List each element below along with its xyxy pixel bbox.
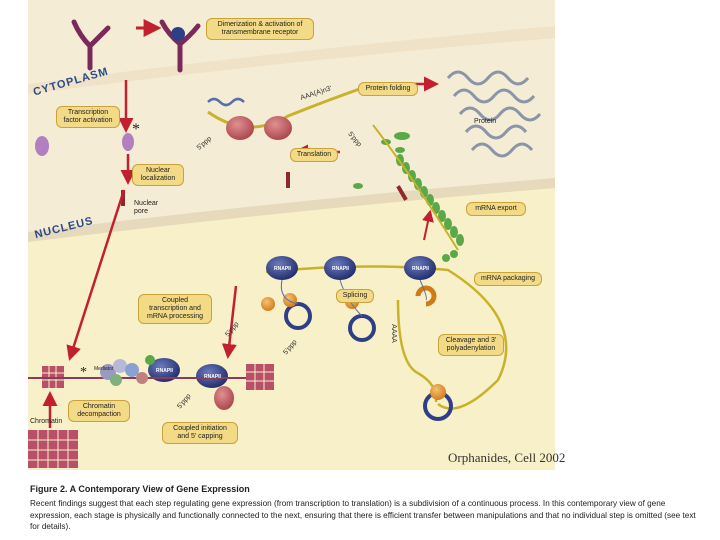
label-mediator: Mediator xyxy=(94,366,114,372)
label-cleavage: Cleavage and 3' polyadenylation xyxy=(438,334,504,356)
rnapii-label: RNAPII xyxy=(156,368,173,374)
figure-caption-title: Figure 2. A Contemporary View of Gene Ex… xyxy=(30,484,250,494)
rnapii-label: RNAPII xyxy=(412,266,429,272)
nuclear-pores xyxy=(121,172,408,206)
transcription-factor-icon xyxy=(35,136,49,156)
label-mrna-export: mRNA export xyxy=(466,202,526,216)
label-translation: Translation xyxy=(290,148,338,162)
citation: Orphanides, Cell 2002 xyxy=(448,450,566,465)
label-nuclear-pore: Nuclear pore xyxy=(134,200,159,215)
label-chromatin-decompaction: Chromatin decompaction xyxy=(68,400,130,422)
gene-expression-figure: * * CYTOPLASM NUCLEUS Dimerization & act… xyxy=(28,0,555,470)
arrow-to-chromatin xyxy=(66,189,126,361)
arrow-mrna-export xyxy=(422,209,434,241)
ribosome-icon xyxy=(264,116,292,140)
pathway-diagram: * * xyxy=(28,0,555,470)
label-nuclear-localization: Nuclear localization xyxy=(132,164,184,186)
label-dimerization: Dimerization & activation of transmembra… xyxy=(206,18,314,40)
label-protein-folding: Protein folding xyxy=(358,82,418,96)
rnapii-label: RNAPII xyxy=(332,266,349,272)
label-coupled-initiation: Coupled initiation and 5' capping xyxy=(162,422,238,444)
ribosome-icon xyxy=(226,116,254,140)
figure-caption-body: Recent findings suggest that each step r… xyxy=(30,499,696,531)
label-aaaa: AAAA xyxy=(389,324,397,343)
cap-binding-complex-icon xyxy=(214,386,234,410)
rnapii-chain xyxy=(148,256,436,388)
rnapii-label: RNAPII xyxy=(204,374,221,380)
exported-mrna xyxy=(372,124,459,251)
label-mrna-packaging: mRNA packaging xyxy=(474,272,542,286)
mediator-complex xyxy=(100,355,155,386)
nascent-peptide-icon xyxy=(207,97,245,107)
label-protein: Protein xyxy=(474,118,497,125)
ligand-icon xyxy=(171,27,185,41)
asterisk-marker: * xyxy=(80,365,87,380)
label-splicing: Splicing xyxy=(336,289,374,303)
protein-helix-icon xyxy=(446,70,542,158)
rnapii-label: RNAPII xyxy=(274,266,291,272)
export-factor-icon xyxy=(394,132,410,140)
chromatin-grid xyxy=(28,364,274,468)
receptor-icon xyxy=(71,19,201,73)
label-chromatin: Chromatin xyxy=(30,418,63,425)
transcription-factor-active-icon xyxy=(122,133,134,151)
asterisk-marker: * xyxy=(132,121,140,138)
label-tf-activation: Transcription factor activation xyxy=(56,106,120,128)
label-coupled-transcription: Coupled transcription and mRNA processin… xyxy=(138,294,212,324)
arrow-coupled-transcription xyxy=(221,285,238,359)
